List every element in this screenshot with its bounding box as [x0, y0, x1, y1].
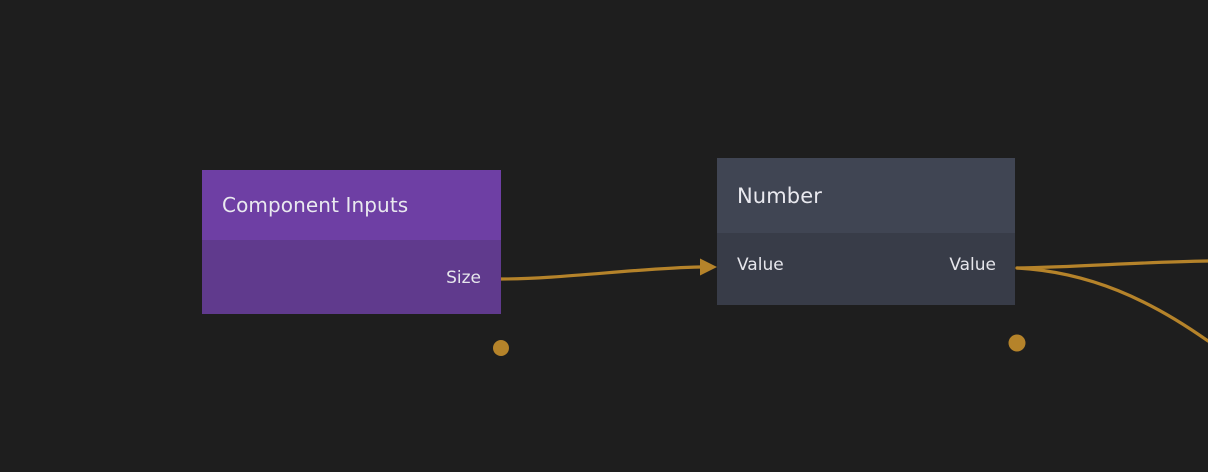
output-port-size[interactable]: [493, 340, 509, 356]
input-port-label-value: Value: [737, 255, 784, 275]
node-body-component-inputs: Size: [202, 240, 509, 356]
node-header-number[interactable]: Number: [717, 158, 1015, 233]
output-port-label-size: Size: [446, 268, 481, 288]
node-title-component-inputs: Component Inputs: [222, 193, 409, 217]
node-header-component-inputs[interactable]: Component Inputs: [202, 170, 501, 240]
wire-size-to-value: [499, 265, 702, 281]
node-number[interactable]: Number Value Value: [717, 158, 1026, 352]
output-port-value[interactable]: [1008, 334, 1026, 352]
output-port-label-value: Value: [949, 255, 996, 275]
port-row-size: Size: [202, 270, 501, 287]
node-component-inputs[interactable]: Component Inputs Size: [202, 170, 509, 356]
wire-arrowhead-into-number: [700, 258, 717, 276]
node-body-number: Value Value: [717, 233, 1026, 352]
wire-value-out-upper: [1015, 259, 1208, 270]
port-row-value: Value Value: [717, 257, 1015, 274]
node-title-number: Number: [737, 183, 822, 208]
wire-value-out-lower: [1015, 266, 1208, 343]
